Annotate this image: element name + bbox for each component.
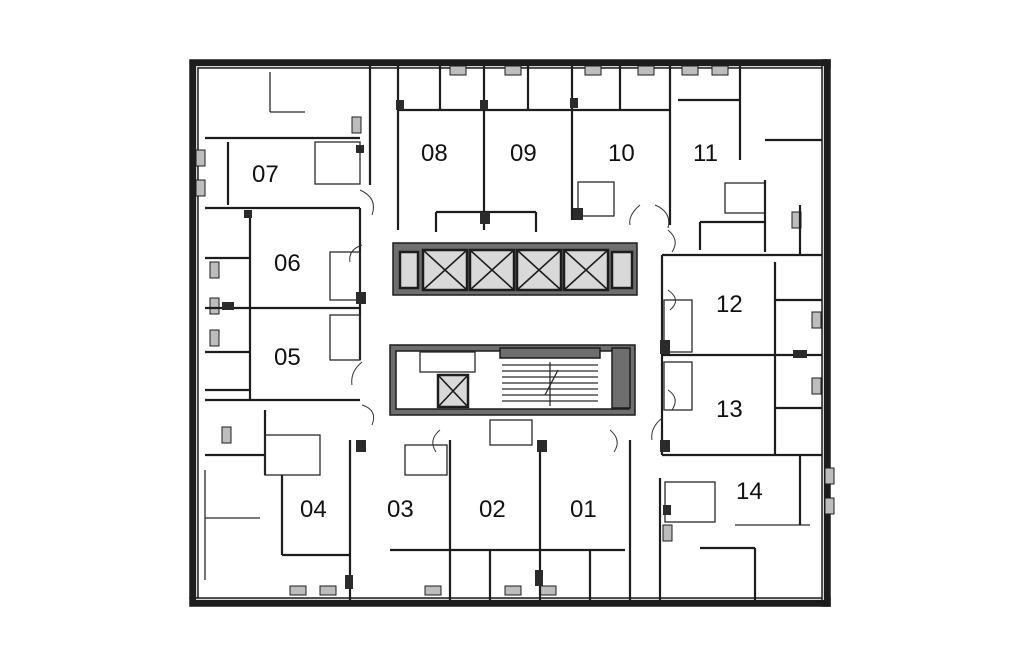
unit-label-09: 09 bbox=[510, 140, 537, 167]
unit-label-08: 08 bbox=[421, 140, 448, 167]
unit-label-14: 14 bbox=[736, 478, 763, 505]
unit-label-04: 04 bbox=[300, 496, 327, 523]
stair-treads bbox=[502, 362, 598, 406]
unit-label-07: 07 bbox=[252, 161, 279, 188]
unit-label-12: 12 bbox=[716, 291, 743, 318]
unit-label-02: 02 bbox=[479, 496, 506, 523]
unit-labels: 07 08 09 10 11 06 12 05 13 14 04 03 02 0… bbox=[252, 140, 763, 523]
unit-label-10: 10 bbox=[608, 140, 635, 167]
unit-label-03: 03 bbox=[387, 496, 414, 523]
door-swings bbox=[349, 189, 676, 453]
windows bbox=[195, 65, 835, 596]
stair-core bbox=[389, 344, 636, 416]
unit-label-11: 11 bbox=[693, 140, 718, 167]
interior-walls bbox=[204, 63, 822, 600]
unit-label-06: 06 bbox=[274, 250, 301, 277]
unit-label-01: 01 bbox=[570, 496, 597, 523]
columns bbox=[222, 98, 807, 589]
elevator-core bbox=[392, 242, 638, 296]
unit-label-13: 13 bbox=[716, 396, 743, 423]
unit-label-05: 05 bbox=[274, 344, 301, 371]
